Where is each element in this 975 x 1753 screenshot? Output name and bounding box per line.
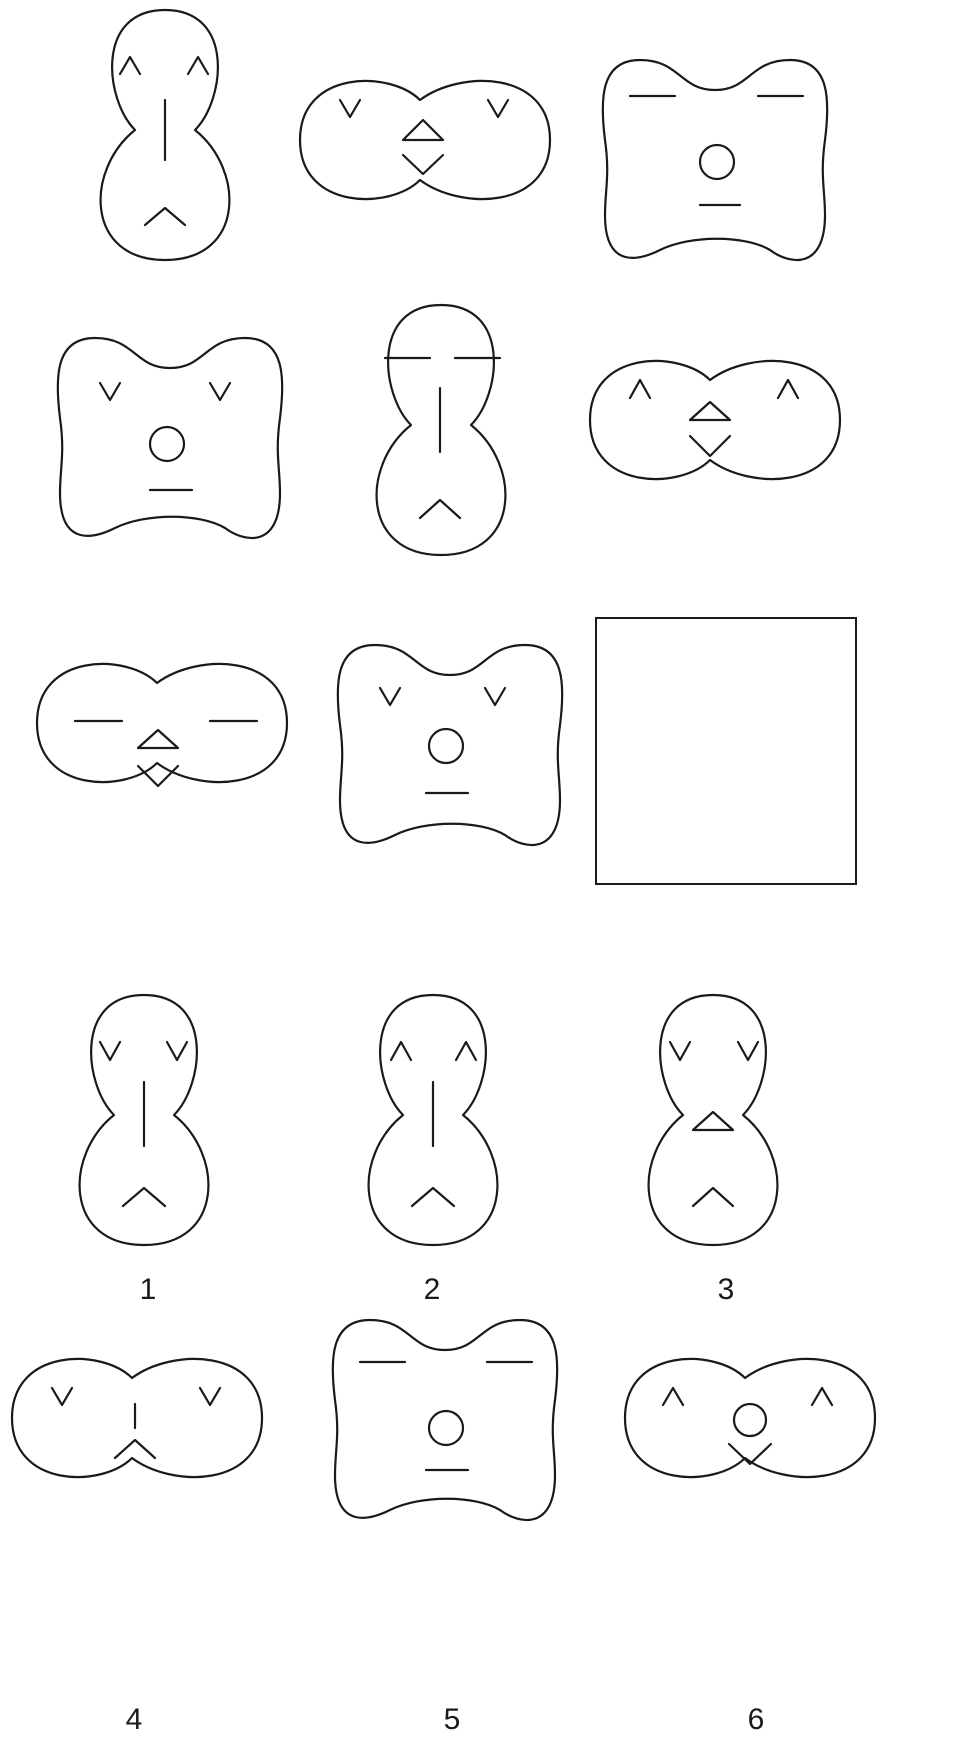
option-3-label: 3	[696, 1275, 756, 1305]
option-6-figure[interactable]	[625, 1359, 875, 1477]
matrix-cell-r1c1	[101, 10, 230, 260]
option-5-figure[interactable]	[333, 1320, 558, 1520]
matrix-cell-r3c2	[338, 645, 563, 845]
matrix-cell-r2c2	[377, 305, 506, 555]
matrix-cell-r1c2	[300, 81, 550, 199]
missing-figure-box	[596, 618, 856, 884]
option-4-figure[interactable]	[12, 1359, 262, 1477]
option-2-figure[interactable]	[369, 995, 498, 1245]
option-2-label: 2	[402, 1275, 462, 1305]
option-6-label: 6	[726, 1705, 786, 1735]
matrix-cell-r2c1	[58, 338, 283, 538]
matrix-cell-r2c3	[590, 361, 840, 479]
matrix-cell-r1c3	[603, 60, 828, 260]
matrix-cell-r3c1	[37, 664, 287, 786]
option-5-label: 5	[422, 1705, 482, 1735]
option-1-label: 1	[118, 1275, 178, 1305]
option-1-figure[interactable]	[80, 995, 209, 1245]
option-4-label: 4	[104, 1705, 164, 1735]
option-3-figure[interactable]	[649, 995, 778, 1245]
